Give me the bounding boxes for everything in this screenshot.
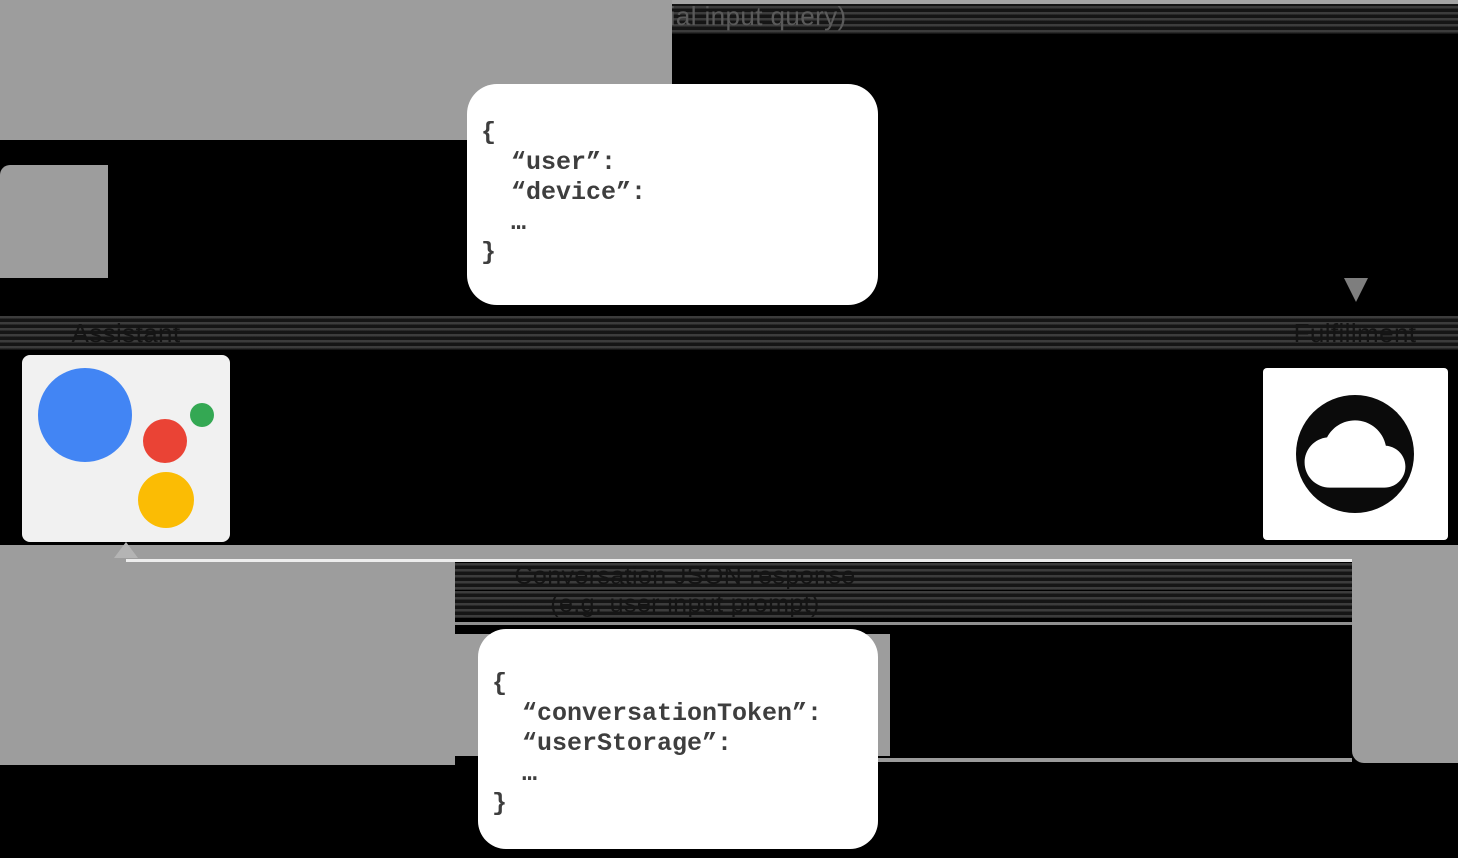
request-code-line: { (481, 118, 497, 147)
request-json-box: { “user”: “device”: … } (467, 84, 878, 305)
endpoint-label-band (0, 316, 1458, 350)
response-label-band-2 (455, 591, 1352, 618)
request-arrow-shaft-right (0, 165, 108, 278)
response-band-divider-line (455, 622, 1352, 625)
response-label-band-1 (455, 563, 1352, 590)
assistant-label: Assistant (71, 318, 181, 348)
response-code-line: “conversationToken”: (522, 699, 823, 728)
response-code-line: } (492, 789, 508, 818)
assistant-yellow-circle (138, 472, 194, 528)
assistant-logo-box (22, 355, 230, 542)
cloud-icon (1296, 395, 1414, 513)
request-code-line: } (481, 238, 497, 267)
fulfillment-label: Fulfillment (1293, 318, 1417, 348)
response-code-line: “userStorage”: (522, 729, 733, 758)
request-code-line: “device”: (511, 178, 647, 207)
response-code-line: … (522, 759, 538, 788)
fulfillment-logo-box (1263, 368, 1448, 540)
assistant-red-circle (143, 419, 187, 463)
up-arrowhead-icon (114, 542, 138, 558)
response-label-line2: (e.g. user input prompt) (550, 590, 820, 618)
request-code-line: … (511, 208, 527, 237)
assistant-green-circle (190, 403, 214, 427)
assistant-blue-circle (38, 368, 132, 462)
down-arrowhead-icon (1344, 278, 1368, 302)
response-arrow-shaft-right (1352, 545, 1458, 763)
response-label-line1: Conversation JSON response (514, 562, 856, 590)
response-arrow-bottom-edge (878, 758, 1352, 762)
request-arrow-top-edge (0, 0, 1458, 4)
response-json-box: { “conversationToken”: “userStorage”: … … (478, 629, 878, 849)
response-code-line: { (492, 669, 508, 698)
response-arrow-shaft-left (0, 546, 455, 765)
request-code-line: “user”: (511, 148, 617, 177)
response-arrow-light-edge (126, 559, 1352, 562)
